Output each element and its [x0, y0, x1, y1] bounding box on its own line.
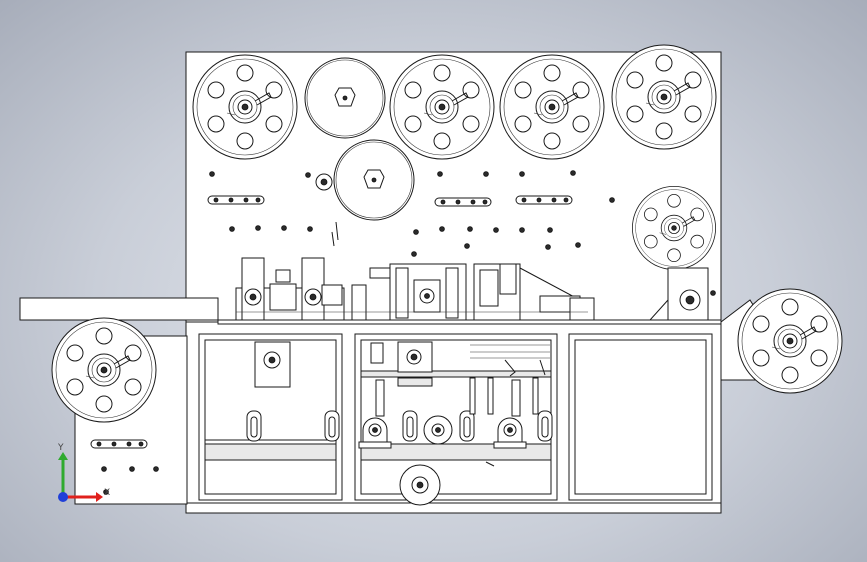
x-axis-label: X — [104, 488, 110, 498]
reel-left — [51, 317, 157, 423]
station-row — [235, 257, 709, 321]
lower-cabinet — [198, 333, 713, 506]
reel-2 — [389, 54, 495, 160]
drum-1 — [304, 57, 386, 139]
reel-3 — [499, 54, 605, 160]
coordinate-triad[interactable]: X Y — [57, 443, 110, 502]
reel-right — [737, 288, 843, 394]
reel-4 — [611, 44, 717, 150]
reel-5 — [632, 185, 716, 271]
reel-1 — [192, 54, 298, 160]
y-axis-arrowhead — [58, 452, 68, 460]
y-axis-label: Y — [57, 443, 64, 453]
drum-2 — [333, 139, 415, 221]
idlers — [90, 170, 716, 495]
x-axis-arrowhead — [96, 492, 103, 502]
z-axis-origin — [58, 492, 68, 502]
